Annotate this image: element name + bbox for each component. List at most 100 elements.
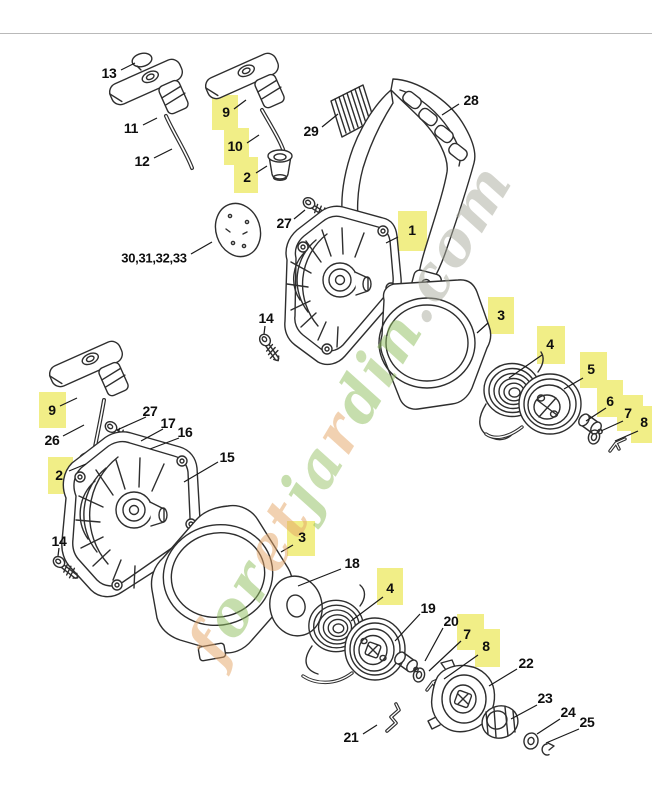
leader-line-4-low [350,596,384,622]
part-callout-3-low[interactable]: 3 [298,529,306,545]
starter-grip-9-top-drawing [202,49,294,182]
part-callout-7-low[interactable]: 7 [463,626,471,642]
part-callout-21: 21 [343,729,359,745]
leader-line-1 [385,236,399,244]
part-callout-15: 15 [219,449,235,465]
highlight-box-9-low [39,392,66,428]
part-callout-18: 18 [344,555,360,571]
leader-line-2-low [68,463,87,472]
highlight-box-8-low [475,629,500,667]
part-callout-23: 23 [537,690,553,706]
leader-line-21 [362,724,378,735]
starter-cup-22-drawing [427,659,496,733]
part-callout-27-top: 27 [276,215,292,231]
part-callout-24: 24 [560,704,576,720]
leader-line-8-low [443,654,479,680]
part-callout-2-top[interactable]: 2 [243,169,251,185]
part-callout-8-low[interactable]: 8 [482,638,490,654]
part-callout-29: 29 [303,123,319,139]
part-callout-9-top[interactable]: 9 [222,104,230,120]
highlight-box-9-top [212,95,238,130]
part-callout-17: 17 [160,415,176,431]
leader-line-2-top [255,165,268,174]
leader-line-3-low [280,544,294,553]
part-callout-22: 22 [518,655,534,671]
leader-line-22 [488,668,518,687]
leader-line-6 [585,407,607,422]
part-callout-12: 12 [134,153,150,169]
leader-line-9-low [59,397,78,407]
part-callout-26: 26 [44,432,60,448]
leader-line-20 [424,627,444,662]
leader-line-25 [545,728,580,744]
part-callout-10[interactable]: 10 [227,138,243,154]
part-callout-25: 25 [579,714,595,730]
leader-line-3-top [476,322,489,334]
part-callout-20: 20 [443,613,459,629]
part-callout-27-low: 27 [142,403,158,419]
part-callout-16: 16 [177,424,193,440]
part-callout-30-33: 30,31,32,33 [121,250,187,266]
highlight-box-2-top [234,157,258,193]
part-callout-7-top[interactable]: 7 [624,405,632,421]
leader-line-8-top [614,430,639,442]
leader-line-14-low [57,547,60,557]
highlight-box-4-top [537,326,565,364]
starter-cover-3-low-drawing [150,504,294,662]
rewind-spring-4-low-drawing [305,584,366,675]
leader-line-24 [536,718,561,735]
part-callout-3-top[interactable]: 3 [497,307,505,323]
leader-line-4-top [508,354,543,379]
leader-line-15 [183,461,219,483]
leader-line-5 [563,377,584,390]
collar-nut-23-drawing [481,705,519,739]
leader-line-7-top [600,420,624,432]
spring-clip-21-drawing [385,702,401,733]
leader-line-28 [441,103,460,116]
highlight-box-1 [398,211,427,251]
leader-line-23 [510,704,538,720]
part-callout-4-top[interactable]: 4 [546,336,554,352]
highlight-box-3-low [287,521,315,556]
leader-line-30-33 [190,241,213,255]
leader-line-18 [297,568,342,587]
rope-rotor-19-drawing [301,617,406,685]
top-divider-line [0,33,652,34]
part-callout-11: 11 [123,120,139,136]
leader-line-13 [120,62,136,71]
rope-rotor-5-drawing [484,373,582,440]
highlight-box-8-top [631,406,652,443]
leader-line-12 [153,148,173,159]
part-callout-5[interactable]: 5 [587,361,595,377]
leader-line-14-top [263,325,266,335]
part-callout-14-top: 14 [258,310,274,326]
leader-line-11 [142,117,158,126]
clip-25-drawing [541,742,555,756]
leader-line-7-low [428,640,462,672]
fan-housing-1-drawing [284,205,402,366]
leader-lines [57,62,639,744]
part-callout-4-low[interactable]: 4 [386,580,394,596]
leader-line-10 [246,134,260,144]
part-callout-19: 19 [420,600,436,616]
part-callout-1[interactable]: 1 [408,222,416,238]
screw-14-top-drawing [257,332,284,363]
part-callout-9-low[interactable]: 9 [48,402,56,418]
part-callout-14-low: 14 [51,533,67,549]
part-callout-2-low[interactable]: 2 [55,467,63,483]
leader-line-26 [62,424,85,437]
starter-grip-drawing [106,52,198,170]
label-plate-drawing [214,202,262,258]
leader-line-19 [394,613,421,642]
part-callout-13: 13 [101,65,117,81]
leader-line-16 [149,437,180,450]
leader-line-9-top [233,99,247,110]
leader-line-17 [140,428,164,442]
part-callout-8-top[interactable]: 8 [640,414,648,430]
leader-line-29 [321,113,339,128]
part-callout-6[interactable]: 6 [606,393,614,409]
part-callout-28: 28 [463,92,479,108]
highlight-box-3-top [488,297,514,334]
